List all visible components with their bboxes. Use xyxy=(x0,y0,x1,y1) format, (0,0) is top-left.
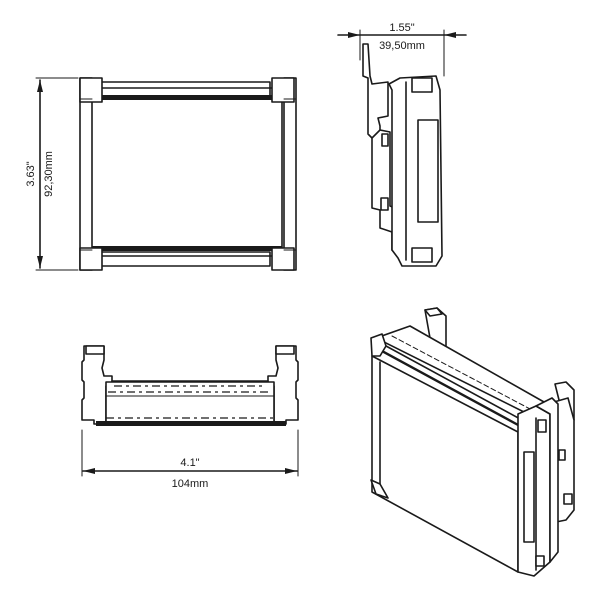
height-mm-label: 92,30mm xyxy=(43,151,55,197)
height-inch-label: 3.63" xyxy=(25,161,37,186)
side-view xyxy=(362,43,443,267)
width-dimension: 4.1" 104mm xyxy=(81,429,299,490)
depth-inch-label: 1.55" xyxy=(389,22,414,34)
width-mm-label: 104mm xyxy=(172,478,209,490)
isometric-view xyxy=(370,307,575,577)
depth-dimension: 1.55" 39,50mm xyxy=(337,22,467,77)
width-inch-label: 4.1" xyxy=(180,457,199,469)
top-view xyxy=(81,345,299,426)
height-dimension: 3.63" 92,30mm xyxy=(25,77,79,271)
front-view xyxy=(79,77,297,271)
depth-mm-label: 39,50mm xyxy=(379,40,425,52)
